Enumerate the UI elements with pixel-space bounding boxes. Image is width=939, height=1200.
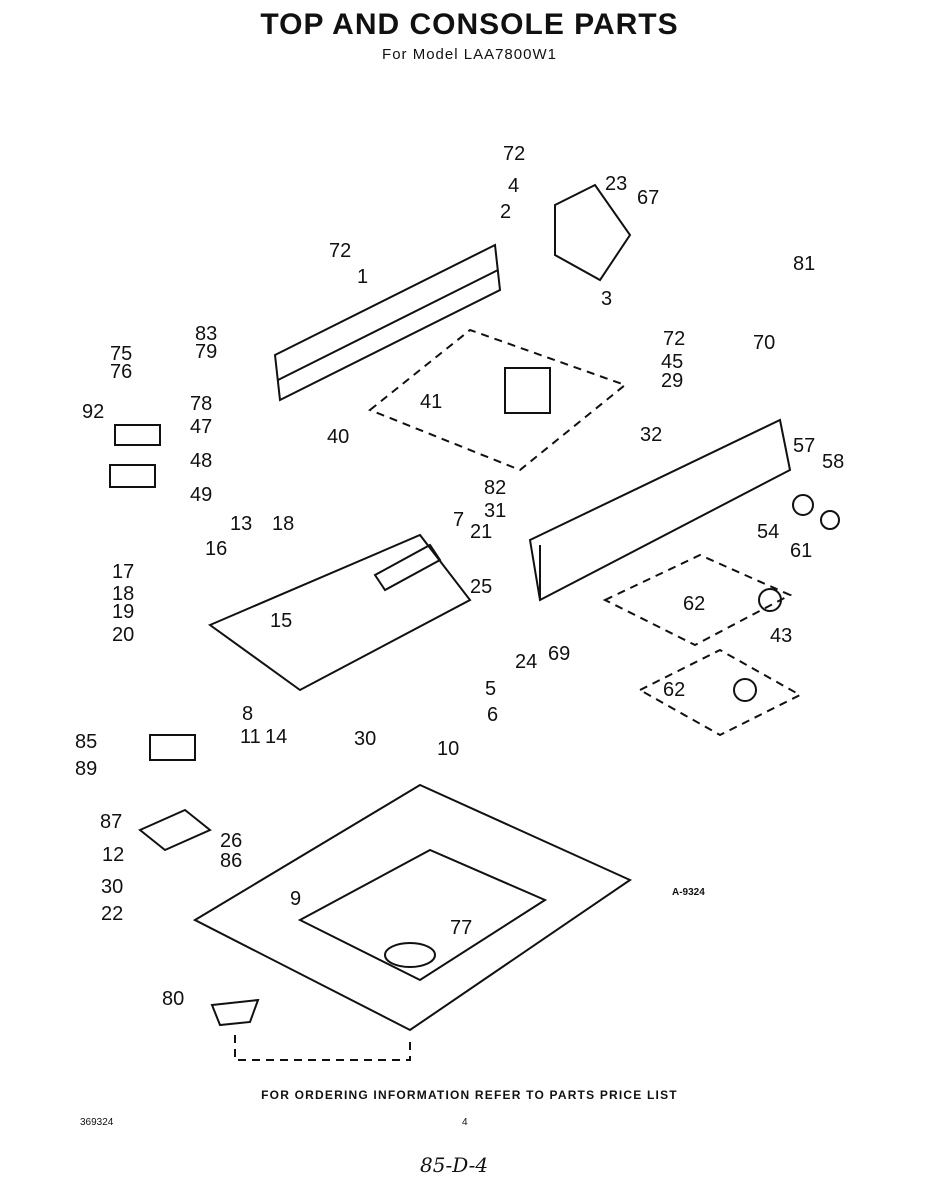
dashed-outline-43 (637, 648, 803, 737)
part-callout-47: 47 (190, 416, 212, 438)
part-callout-18: 18 (272, 513, 294, 535)
part-callout-7: 7 (453, 509, 464, 531)
knob-shape-57 (792, 494, 814, 516)
part-callout-15: 15 (270, 610, 292, 632)
part-callout-43: 43 (770, 625, 792, 647)
part-callout-20: 20 (112, 624, 134, 646)
part-callout-83: 83 (195, 323, 217, 345)
page-title: TOP AND CONSOLE PARTS (260, 8, 679, 41)
part-callout-61: 61 (790, 540, 812, 562)
part-callout-17: 17 (112, 561, 134, 583)
part-callout-26: 26 (220, 830, 242, 852)
part-callout-11: 11 (240, 726, 261, 748)
part-callout-62: 62 (663, 679, 685, 701)
part-callout-77: 77 (450, 917, 472, 939)
part-callout-5: 5 (485, 678, 496, 700)
part-callout-13: 13 (230, 513, 252, 535)
part-callout-72: 72 (663, 328, 685, 350)
fabric-softener-shape (384, 942, 436, 968)
part-callout-78: 78 (190, 393, 212, 415)
dashed-outline-40 (368, 328, 628, 472)
part-callout-32: 32 (640, 424, 662, 446)
dashed-bracket-80 (234, 1035, 411, 1061)
cap-shape-80 (210, 998, 260, 1027)
part-callout-8: 8 (242, 703, 253, 725)
part-callout-58: 58 (822, 451, 844, 473)
part-callout-62: 62 (683, 593, 705, 615)
part-callout-22: 22 (101, 903, 123, 925)
ordering-note: FOR ORDERING INFORMATION REFER TO PARTS … (261, 1088, 678, 1102)
part-callout-75: 75 (110, 343, 132, 365)
cabinet-top-shape (192, 783, 633, 1032)
part-callout-69: 69 (548, 643, 570, 665)
part-callout-49: 49 (190, 484, 212, 506)
top-panel-shape (273, 243, 502, 402)
part-callout-30: 30 (354, 728, 376, 750)
part-callout-57: 57 (793, 435, 815, 457)
part-callout-40: 40 (327, 426, 349, 448)
part-callout-30: 30 (101, 876, 123, 898)
part-callout-9: 9 (290, 888, 301, 910)
part-callout-87: 87 (100, 811, 122, 833)
part-callout-6: 6 (487, 704, 498, 726)
part-callout-24: 24 (515, 651, 537, 673)
part-callout-1: 1 (357, 266, 368, 288)
tub-opening-shape (297, 848, 548, 982)
part-callout-16: 16 (205, 538, 227, 560)
model-subtitle: For Model LAA7800W1 (382, 46, 557, 63)
part-callout-2: 2 (500, 201, 511, 223)
lid-handle-shape (373, 543, 442, 592)
part-callout-12: 12 (102, 844, 124, 866)
part-callout-70: 70 (753, 332, 775, 354)
lid-shape (207, 533, 472, 692)
document-number: 369324 (80, 1117, 114, 1128)
knob-shape-62a (758, 588, 782, 612)
switch-shape-85 (149, 734, 196, 761)
part-callout-19: 19 (112, 601, 134, 623)
timer-shape (504, 367, 551, 414)
part-callout-3: 3 (601, 288, 612, 310)
part-callout-85: 85 (75, 731, 97, 753)
part-callout-10: 10 (437, 738, 459, 760)
part-callout-54: 54 (757, 521, 779, 543)
part-callout-23: 23 (605, 173, 627, 195)
handwritten-note: 85-D-4 (420, 1153, 489, 1177)
reference-code: A-9324 (672, 887, 705, 898)
console-panel-shape (528, 418, 792, 602)
part-callout-72: 72 (329, 240, 351, 262)
part-callout-4: 4 (508, 175, 519, 197)
part-callout-79: 79 (195, 341, 217, 363)
part-callout-67: 67 (637, 187, 659, 209)
part-callout-80: 80 (162, 988, 184, 1010)
bracket-shape-12 (138, 808, 212, 852)
part-shape-48 (109, 464, 156, 488)
part-callout-76: 76 (110, 361, 132, 383)
part-callout-18: 18 (112, 583, 134, 605)
part-callout-92: 92 (82, 401, 104, 423)
part-callout-81: 81 (793, 253, 815, 275)
part-callout-41: 41 (420, 391, 442, 413)
dashed-outline-61 (602, 553, 793, 647)
knob-shape-58 (820, 510, 840, 530)
part-callout-14: 14 (265, 726, 287, 748)
part-callout-89: 89 (75, 758, 97, 780)
part-callout-72: 72 (503, 143, 525, 165)
part-callout-45: 45 (661, 351, 683, 373)
page-number: 4 (462, 1117, 468, 1128)
knob-shape-62b (733, 678, 757, 702)
part-callout-25: 25 (470, 576, 492, 598)
part-callout-31: 31 (484, 500, 506, 522)
part-callout-29: 29 (661, 370, 683, 392)
top-panel-edge (277, 269, 499, 381)
part-callout-86: 86 (220, 850, 242, 872)
part-callout-48: 48 (190, 450, 212, 472)
console-bracket-shape (554, 183, 632, 282)
part-callout-82: 82 (484, 477, 506, 499)
part-shape-47 (114, 424, 161, 446)
part-callout-21: 21 (470, 521, 492, 543)
